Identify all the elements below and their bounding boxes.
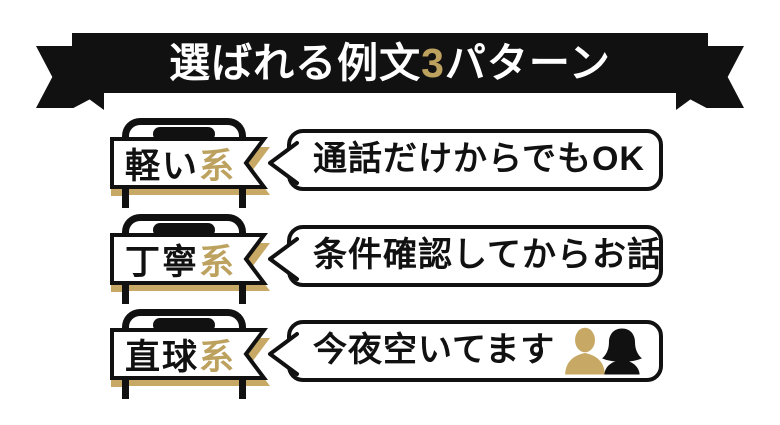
label-main-text: 軽い xyxy=(125,146,200,186)
label-tag-direct: 直球系 xyxy=(112,330,252,378)
speech-tail-icon xyxy=(268,332,299,376)
female-bust-icon xyxy=(602,328,642,375)
speech-bubble-polite: 条件確認してからお話 xyxy=(268,225,663,287)
label-accent-text: 系 xyxy=(199,337,237,377)
bubble-text: 今夜空いてます xyxy=(313,331,556,369)
speech-bubble-light: 通話だけからでもOK xyxy=(268,129,663,191)
page-title: 選ばれる例文3パターン xyxy=(169,33,611,93)
label-tag-shape xyxy=(110,328,268,380)
banner-band: 選ばれる例文3パターン xyxy=(72,33,708,93)
bubble-text: 通話だけからでもOK xyxy=(313,140,645,178)
label-main-text: 直球 xyxy=(125,337,200,377)
label-tag-shape xyxy=(110,233,268,285)
label-tag-shape xyxy=(110,137,268,189)
couple-icons xyxy=(562,324,645,378)
label-accent-text: 系 xyxy=(199,146,237,186)
speech-bubble-direct: 今夜空いてます xyxy=(268,320,663,382)
label-tag-polite: 丁寧系 xyxy=(112,235,252,283)
pattern-row-light: 軽い系 通話だけからでもOK xyxy=(0,118,780,214)
label-main-text: 丁寧 xyxy=(125,242,200,282)
pattern-row-polite: 丁寧系 条件確認してからお話 xyxy=(0,214,780,310)
title-post: パターン xyxy=(444,40,611,86)
speech-tail-icon xyxy=(268,237,299,281)
title-number: 3 xyxy=(421,40,445,86)
label-accent-text: 系 xyxy=(199,242,237,282)
title-pre: 選ばれる例文 xyxy=(169,40,422,86)
male-bust-icon xyxy=(565,327,605,375)
label-tag-light: 軽い系 xyxy=(112,139,252,187)
pattern-row-direct: 直球系 今夜空いてます xyxy=(0,309,780,405)
bubble-text: 条件確認してからお話 xyxy=(313,236,662,274)
speech-tail-icon xyxy=(268,141,299,185)
ribbon-banner: 選ばれる例文3パターン xyxy=(0,0,780,120)
